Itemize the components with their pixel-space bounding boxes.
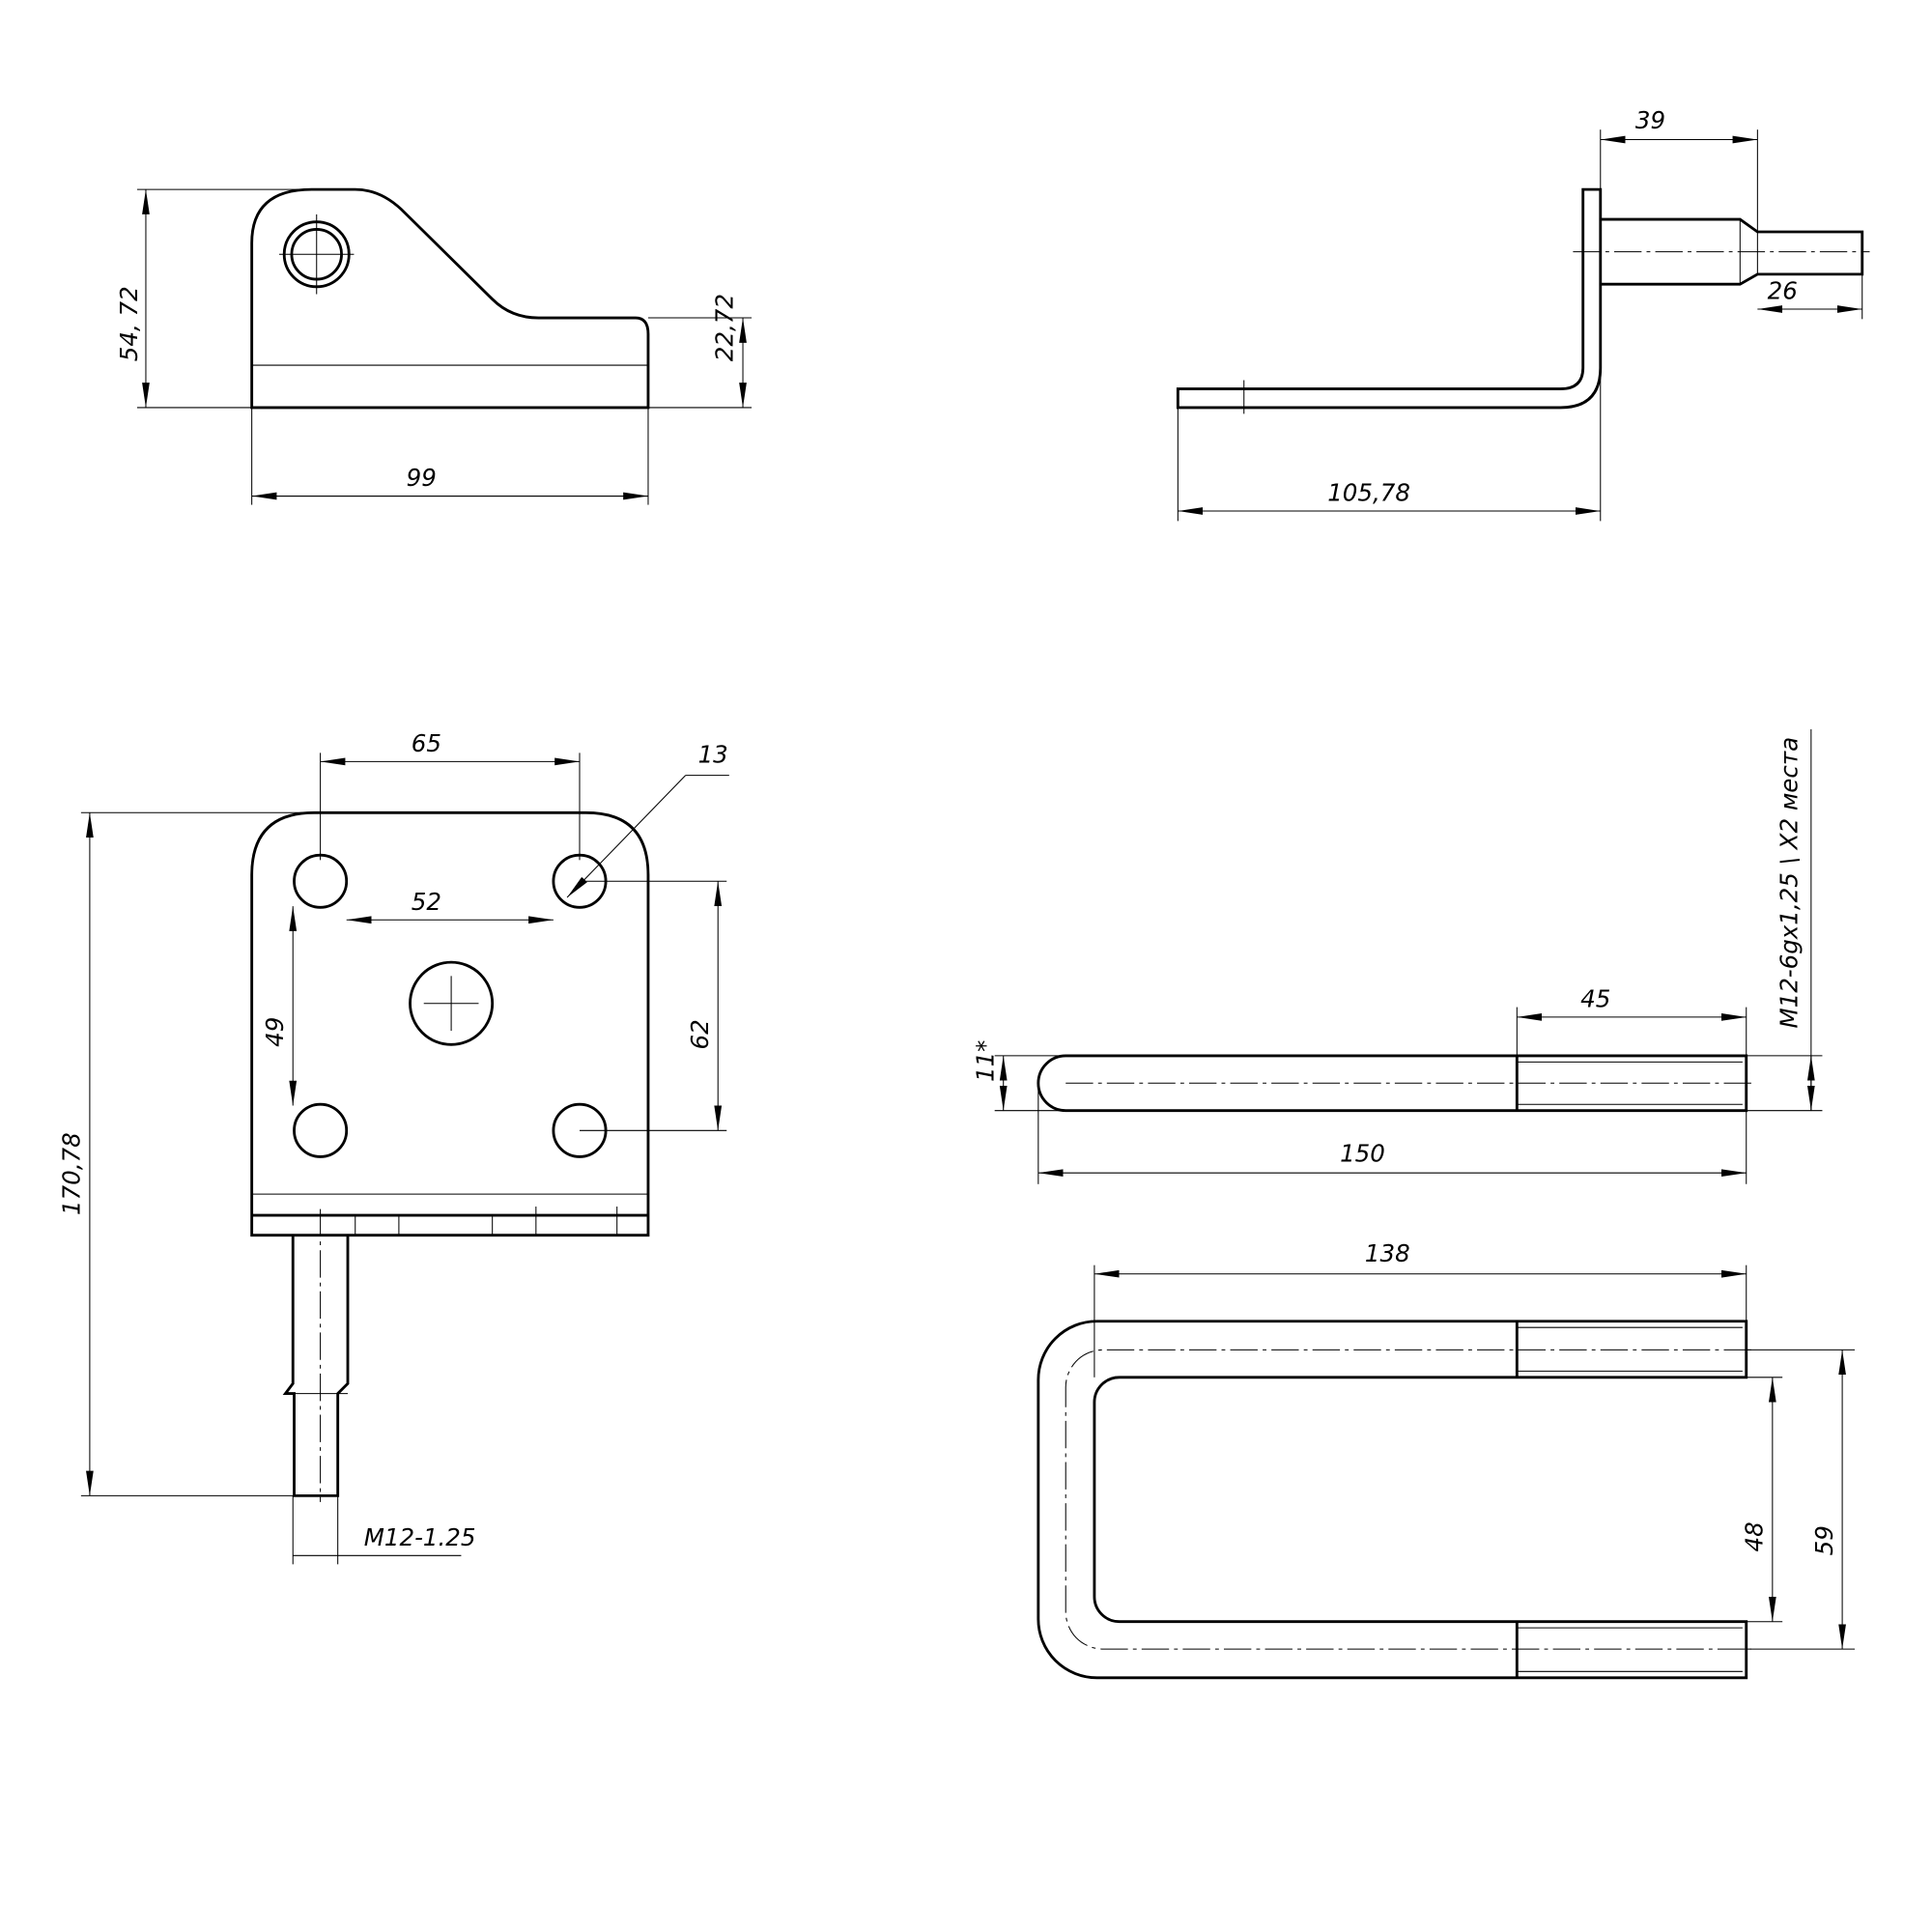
dim-vertical-inner: 49: [261, 1017, 289, 1047]
dim-thread-length: 45: [1580, 985, 1610, 1013]
hole-icon: [293, 853, 349, 909]
dim-rod-length: 150: [1340, 1140, 1385, 1168]
dim-ubolt-length: 138: [1365, 1239, 1410, 1267]
dim-center-width: 59: [1810, 1525, 1838, 1555]
dim-rod-diameter: 11*: [971, 1040, 999, 1082]
dim-stud-length: 39: [1635, 106, 1665, 134]
rod-view: 45 150 11* M12-6gx1,25 \ X2 места: [971, 728, 1823, 1184]
center-hole-icon: [409, 960, 495, 1046]
thread-label: M12-1.25: [364, 1523, 476, 1551]
thread-note: M12-6gx1,25 \ X2 места: [1776, 737, 1804, 1029]
dim-height: 54, 72: [115, 286, 143, 361]
dim-hole-spacing-outer: 65: [412, 729, 441, 757]
dim-hole-spacing-inner: 52: [412, 888, 441, 916]
ubolt-view: 138 48 59: [1037, 1239, 1855, 1680]
bent-view: 39 26 105,78: [1176, 106, 1870, 522]
hole-icon: [293, 1102, 349, 1158]
dim-hole-diameter: 13: [698, 741, 728, 769]
dim-pin-length: 26: [1768, 277, 1798, 305]
side-view: 54, 72 22,72 99: [115, 187, 753, 505]
dim-base-length: 105,78: [1327, 479, 1410, 507]
dim-width: 99: [407, 464, 437, 492]
dim-vertical-outer: 62: [686, 1019, 714, 1049]
plate-view: 65 52 49 62 170,78 13 M12-1.25: [58, 729, 729, 1565]
dim-overall-height: 170,78: [58, 1132, 86, 1215]
dim-inner-width: 48: [1741, 1521, 1769, 1551]
dim-lug-height: 22,72: [711, 294, 739, 361]
